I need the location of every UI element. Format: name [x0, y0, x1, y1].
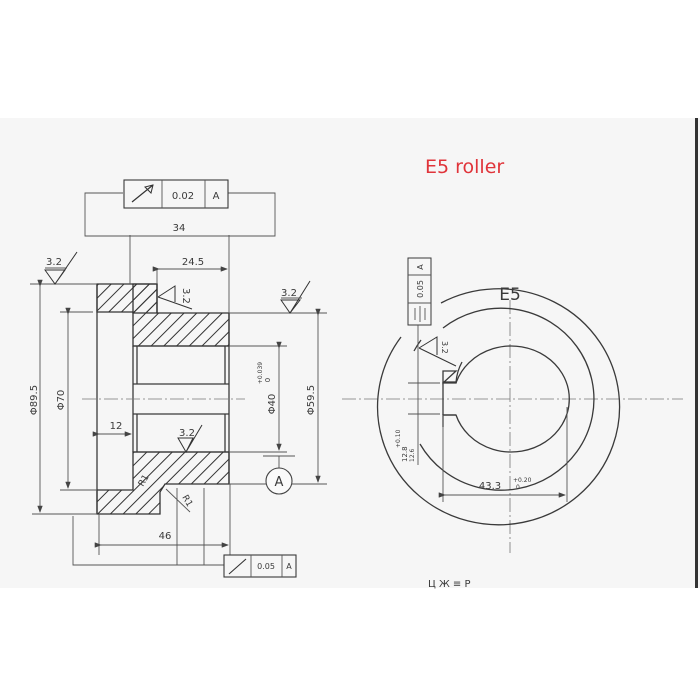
end-view: E5 A 0.05 3.2 12.8 +0.10 12.6 43.3 [342, 257, 683, 590]
dim-flange-diameter: Φ70 [56, 390, 67, 411]
svg-text:0: 0 [516, 484, 520, 491]
dim-bore-diameter: Φ40 [267, 394, 278, 415]
dim-bore-tol-upper: +0.039 [257, 362, 264, 384]
surface-finish-right: 3.2 [280, 280, 311, 314]
svg-text:A: A [275, 475, 284, 490]
svg-text:3.2: 3.2 [180, 288, 191, 304]
surface-finish-left: 3.2 [44, 251, 78, 285]
symmetry-frame: A 0.05 [407, 257, 432, 326]
keyway-width: 12.8 [401, 446, 409, 462]
svg-text:12.6: 12.6 [409, 448, 416, 462]
e5-marking: E5 [499, 285, 521, 305]
symmetry-icon [414, 306, 426, 322]
hatched-hub-bottom [96, 451, 230, 515]
dim-total-length: 46 [159, 531, 172, 542]
dim-bore-tol-lower: 0 [264, 378, 272, 382]
dim-outer-diameter: Φ89.5 [29, 385, 40, 415]
runout-frame-bottom: 0.05 A [223, 554, 297, 578]
svg-text:+0.10: +0.10 [395, 429, 402, 448]
svg-text:3.2: 3.2 [440, 341, 449, 354]
svg-text:+0.20: +0.20 [513, 477, 532, 484]
svg-text:3.2: 3.2 [281, 288, 297, 299]
surface-finish-shoulder: 3.2 [157, 285, 193, 310]
svg-text:0.02: 0.02 [172, 191, 194, 202]
svg-text:3.2: 3.2 [179, 428, 195, 439]
svg-text:0.05: 0.05 [416, 280, 425, 298]
bore-with-keyway [442, 345, 570, 453]
middle-circle [419, 307, 595, 491]
dim-flange-step: 12 [110, 421, 123, 432]
svg-text:0.05: 0.05 [257, 562, 275, 571]
svg-text:A: A [213, 191, 220, 202]
dim-hub-diameter: Φ59.5 [306, 385, 317, 415]
footer-fragment: Ц Ж ≡ Р [428, 579, 470, 590]
outer-circle [376, 288, 621, 526]
circular-runout-icon [131, 184, 154, 203]
dim-hub-length: 24.5 [182, 257, 204, 268]
svg-text:A: A [286, 562, 292, 571]
datum-a-marker: A [263, 455, 295, 495]
fillet-right: R1 [179, 494, 194, 509]
sheet-border [695, 118, 698, 588]
circular-runout-icon [228, 558, 247, 575]
runout-frame-top: 0.02 A [123, 179, 229, 209]
section-view: Φ89.5 Φ70 Φ40 +0.039 0 Φ59.5 34 24.5 0.0… [29, 179, 327, 578]
svg-text:A: A [416, 264, 425, 270]
keyway-depth: 43.3 [479, 481, 501, 492]
svg-text:3.2: 3.2 [46, 257, 62, 268]
surface-finish-bore: 3.2 [177, 424, 203, 454]
surface-finish-keyway: 3.2 [418, 336, 457, 367]
drawing-title: E5 roller [425, 156, 505, 178]
dim-overall-width: 34 [173, 223, 186, 234]
